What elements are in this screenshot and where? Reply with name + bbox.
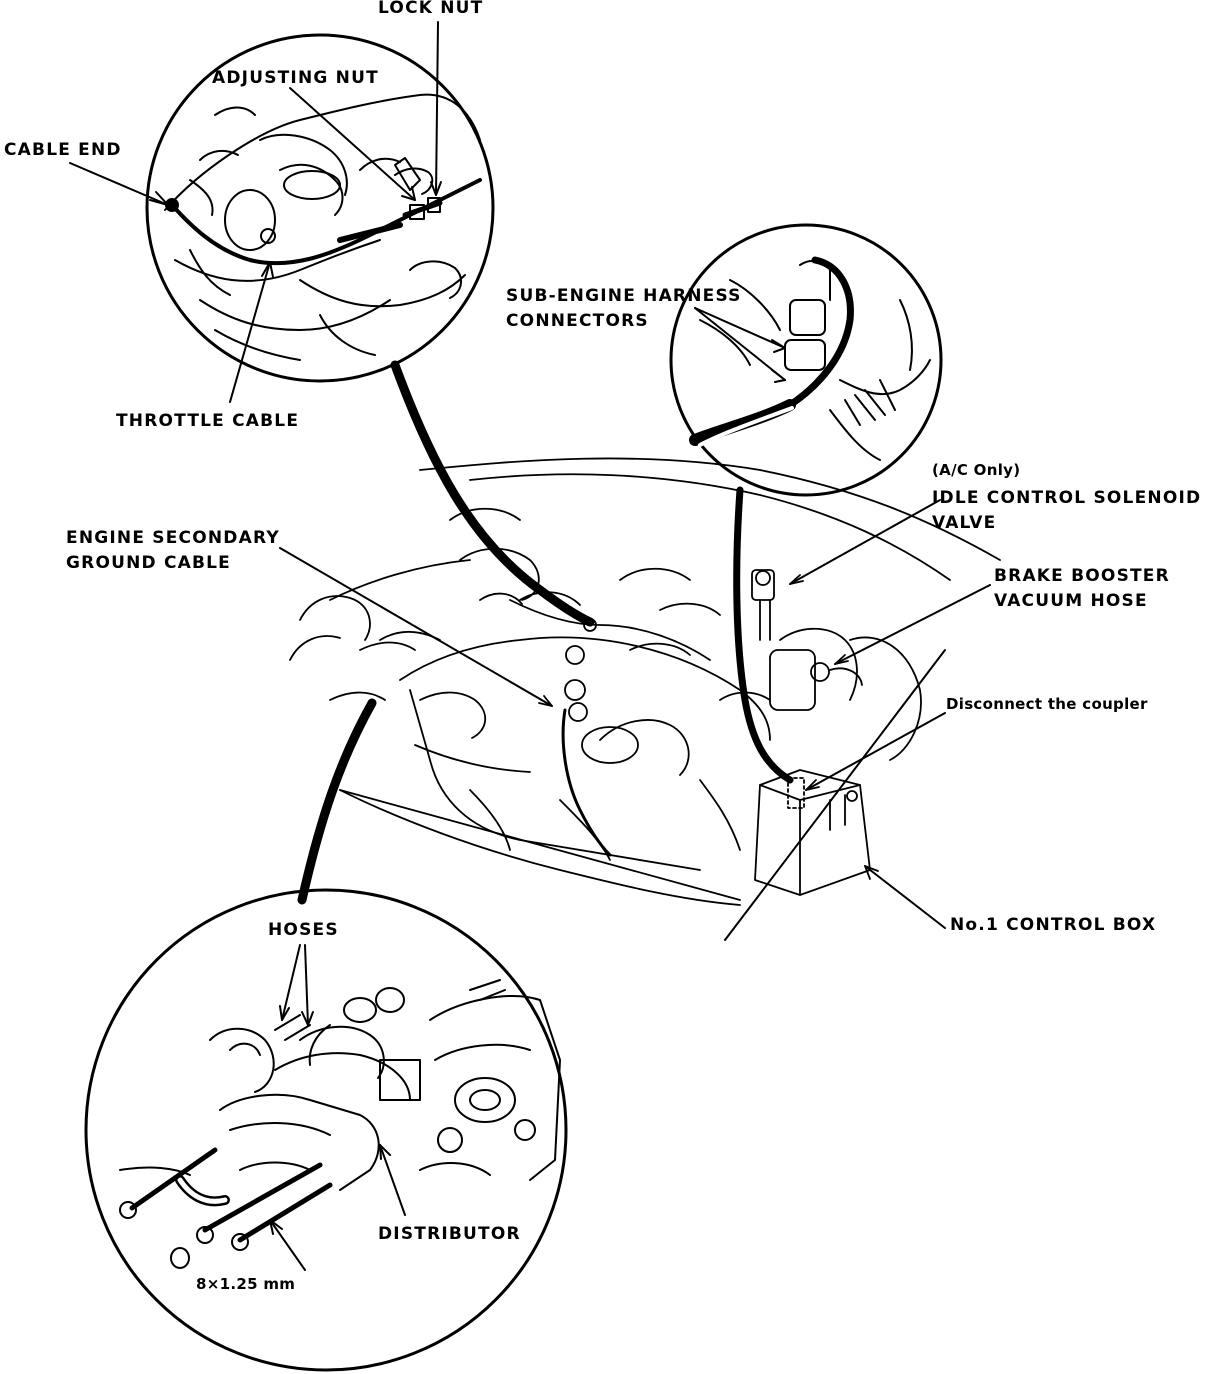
ac-only-label: (A/C Only): [932, 461, 1021, 479]
distributor-detail-inset: [84, 888, 568, 1372]
engine-secondary-ground-line-2: GROUND CABLE: [66, 553, 231, 573]
engine-secondary-ground-label: ENGINE SECONDARY GROUND CABLE: [66, 526, 280, 576]
brake-booster-line-2: VACUUM HOSE: [994, 591, 1148, 611]
bolt-size-label: 8×1.25 mm: [196, 1275, 296, 1293]
brake-booster-label: BRAKE BOOSTER VACUUM HOSE: [994, 564, 1170, 614]
hoses-label: HOSES: [268, 920, 339, 940]
engine-illustration: [279, 457, 1001, 941]
idle-control-line-2: VALVE: [932, 513, 997, 533]
throttle-detail-inset: [69, 21, 495, 403]
cable-end-label: CABLE END: [4, 140, 122, 160]
distributor-label: DISTRIBUTOR: [378, 1224, 521, 1244]
brake-booster-line-1: BRAKE BOOSTER: [994, 566, 1170, 586]
sub-engine-harness-line-1: SUB-ENGINE HARNESS: [506, 286, 742, 306]
harness-detail-inset: [669, 223, 943, 497]
control-box-label: No.1 CONTROL BOX: [950, 915, 1157, 935]
sub-engine-harness-line-2: CONNECTORS: [506, 311, 649, 331]
engine-secondary-ground-line-1: ENGINE SECONDARY: [66, 528, 280, 548]
adjusting-nut-label: ADJUSTING NUT: [212, 68, 379, 88]
lock-nut-label: LOCK NUT: [378, 0, 484, 18]
throttle-cable-label: THROTTLE CABLE: [116, 411, 300, 431]
idle-control-label: IDLE CONTROL SOLENOID VALVE: [932, 486, 1201, 536]
idle-control-line-1: IDLE CONTROL SOLENOID: [932, 488, 1202, 508]
disconnect-coupler-label: Disconnect the coupler: [946, 695, 1148, 713]
sub-engine-harness-label: SUB-ENGINE HARNESS CONNECTORS: [506, 284, 742, 334]
